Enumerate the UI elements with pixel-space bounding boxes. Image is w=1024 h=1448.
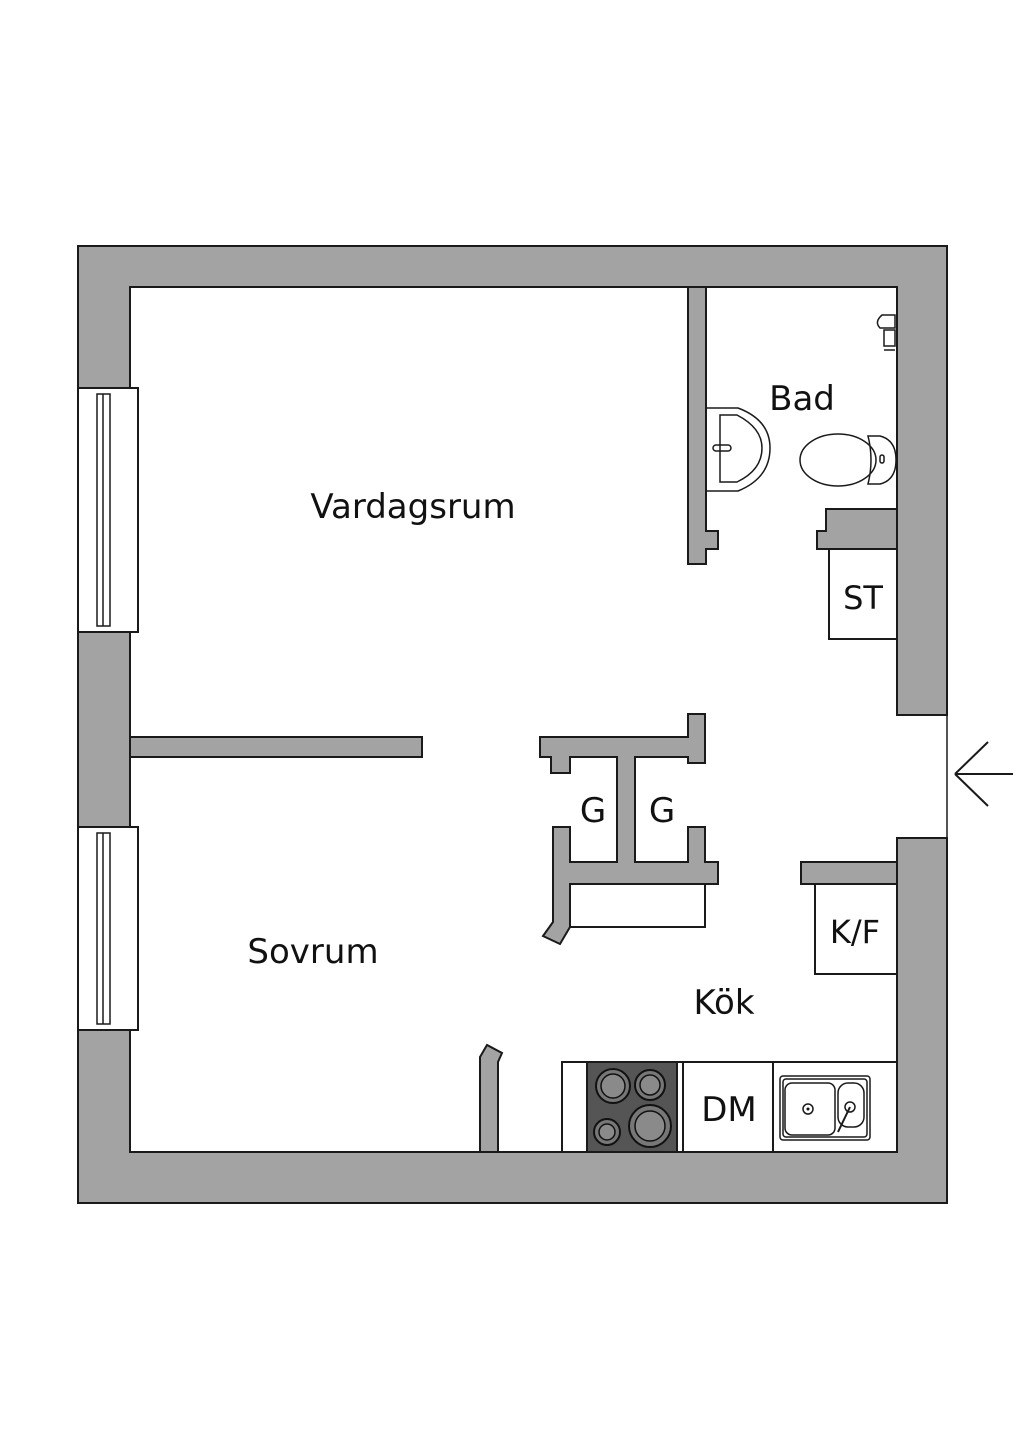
kitchen-counter: DM [561,1061,898,1153]
bathroom-sink [706,407,771,492]
closet-right-label: G [649,791,675,831]
closet-block: G G [539,713,719,946]
stove-burners [593,1068,672,1148]
toilet [799,433,897,487]
wall-bedroom-door-stub [479,1043,504,1153]
dishwasher-label: DM [701,1090,757,1130]
fridge-freezer: K/F [814,883,898,975]
wall-bottom [77,837,948,1204]
room-label-bathroom: Bad [769,379,835,419]
wall-bathroom-left [687,286,719,565]
wall-living-bedroom [129,736,423,758]
shower-fixture [876,314,896,351]
room-label-bedroom: Sovrum [247,932,378,972]
arrow-left-icon [954,741,1013,807]
storage-label: ST [843,579,883,617]
sink [779,1075,871,1141]
storage-closet: ST [828,548,898,640]
fridge-freezer-label: K/F [830,913,880,951]
wall-kitchen-entrance [800,861,898,885]
wall-bathroom-bottom [816,508,898,550]
window-lower [77,826,139,1031]
room-label-living-room: Vardagsrum [310,487,515,527]
room-label-kitchen: Kök [693,983,754,1023]
wall-top-right [77,245,948,716]
closet-left-label: G [580,791,606,831]
wall-left-middle [77,631,131,828]
window-upper [77,387,139,633]
